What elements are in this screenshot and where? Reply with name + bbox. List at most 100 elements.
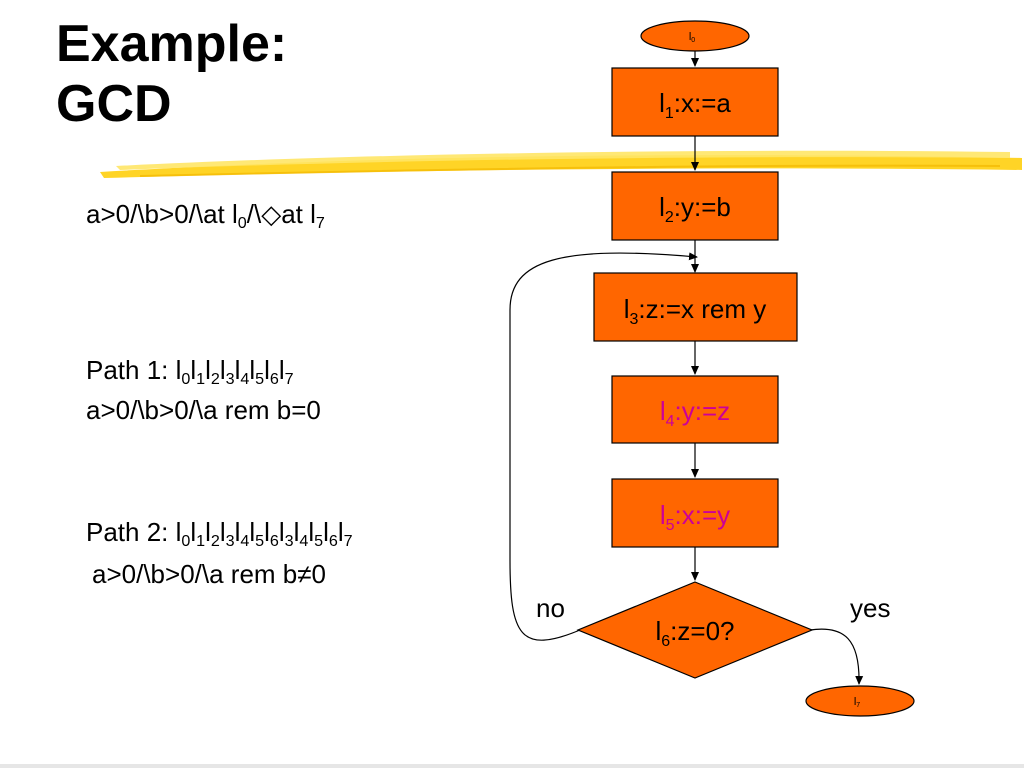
edge-l6-no-loop: [509, 252, 698, 641]
location-index: 4: [240, 532, 250, 550]
location-letter: l: [278, 355, 285, 385]
location-letter: l: [205, 517, 211, 547]
location-letter: l: [175, 517, 182, 547]
location-index: 0: [181, 532, 191, 550]
svg-text:l2:y:=b: l2:y:=b: [659, 192, 731, 226]
location-index: 4: [240, 370, 250, 388]
highlighter-band-light: [116, 150, 1010, 170]
node-l6-decision: l6:z=0?: [576, 581, 814, 679]
svg-text:l3:z:=x rem y: l3:z:=x rem y: [624, 294, 767, 328]
title-line-1: Example:: [56, 15, 288, 73]
node-l2-box: l2:y:=b: [611, 171, 779, 241]
location-index: 4: [299, 532, 309, 550]
node-l3-stmt: :z:=x rem y: [638, 294, 766, 324]
edge-label-yes: yes: [850, 593, 890, 623]
location-letter: l: [219, 517, 226, 547]
node-l4-box: l4:y:=z: [611, 375, 779, 444]
svg-text:l6:z=0?: l6:z=0?: [655, 616, 734, 650]
location-index: 2: [210, 370, 220, 388]
node-l1-box: l1:x:=a: [611, 67, 779, 137]
node-l2-stmt: :y:=b: [674, 192, 731, 222]
edge-l6-yes: [809, 628, 864, 685]
spec-part: a>0/\b>0/\at l: [86, 199, 238, 229]
node-l0-label: l: [689, 31, 691, 43]
svg-text:l1:x:=a: l1:x:=a: [659, 88, 731, 122]
location-index: 6: [269, 532, 279, 550]
node-l4-stmt: :y:=z: [675, 396, 731, 426]
location-letter: l: [308, 517, 315, 547]
node-l3-box: l3:z:=x rem y: [593, 272, 798, 342]
path-1-label: Path 1:: [86, 355, 169, 385]
location-letter: l: [249, 517, 256, 547]
path-2-label: Path 2:: [86, 517, 169, 547]
node-l1-label: l: [659, 88, 665, 118]
location-index: 6: [269, 370, 279, 388]
node-l2-sub: 2: [665, 209, 674, 226]
highlighter-streak: [139, 164, 1001, 177]
node-l4-sub: 4: [666, 413, 675, 430]
path-1-sequence: Path 1: l0l1l2l3l4l5l6l7: [86, 354, 294, 388]
spec-part: /\: [246, 199, 262, 229]
spec-sub: 7: [315, 214, 325, 232]
slide-title: Example: GCD: [56, 14, 287, 134]
bottom-divider: [0, 764, 1024, 768]
location-letter: l: [190, 355, 197, 385]
node-l0-start: l0: [640, 20, 750, 52]
node-l5-label: l: [660, 500, 666, 530]
location-letter: l: [205, 355, 211, 385]
node-l7-sub: 7: [856, 702, 860, 709]
location-index: 3: [225, 370, 235, 388]
node-l5-stmt: :x:=y: [675, 500, 731, 530]
title-line-2: GCD: [56, 75, 172, 133]
location-index: 7: [284, 370, 294, 388]
location-index: 5: [255, 370, 265, 388]
location-index: 3: [225, 532, 235, 550]
path-1-condition: a>0/\b>0/\a rem b=0: [86, 395, 321, 425]
path-2-sequence: Path 2: l0l1l2l3l4l5l6l3l4l5l6l7: [86, 516, 353, 550]
location-letter: l: [175, 355, 182, 385]
location-letter: l: [219, 355, 226, 385]
location-index: 5: [255, 532, 265, 550]
location-letter: l: [337, 517, 344, 547]
location-index: 2: [210, 532, 220, 550]
node-l2-label: l: [659, 192, 665, 222]
node-l3-label: l: [624, 294, 630, 324]
location-letter: l: [234, 517, 241, 547]
node-l7-label: l: [854, 696, 856, 708]
node-l1-stmt: :x:=a: [674, 88, 732, 118]
location-index: 1: [196, 370, 206, 388]
svg-text:l4:y:=z: l4:y:=z: [660, 396, 730, 430]
location-index: 1: [196, 532, 206, 550]
node-l3-sub: 3: [630, 311, 639, 328]
node-l5-box: l5:x:=y: [611, 478, 779, 548]
node-l6-sub: 6: [661, 633, 670, 650]
location-index: 0: [181, 370, 191, 388]
spec-part: at l: [281, 199, 316, 229]
svg-text:l7: l7: [854, 696, 860, 709]
location-letter: l: [264, 355, 270, 385]
location-letter: l: [190, 517, 197, 547]
location-letter: l: [249, 355, 256, 385]
path-2-condition: a>0/\b>0/\a rem b≠0: [92, 559, 326, 589]
node-l4-label: l: [660, 396, 666, 426]
spec-formula: a>0/\b>0/\at l0/\◇at l7: [86, 198, 325, 232]
location-letter: l: [278, 517, 285, 547]
node-l7-end: l7: [805, 685, 915, 717]
location-index: 3: [284, 532, 294, 550]
location-index: 7: [343, 532, 353, 550]
location-letter: l: [264, 517, 270, 547]
path-2-locations: l0l1l2l3l4l5l6l3l4l5l6l7: [175, 517, 353, 550]
path-1-locations: l0l1l2l3l4l5l6l7: [175, 355, 294, 388]
location-index: 5: [314, 532, 324, 550]
location-letter: l: [323, 517, 329, 547]
node-l6-label: l: [655, 616, 661, 646]
svg-text:l0: l0: [689, 31, 695, 44]
spec-sub: 0: [237, 214, 247, 232]
edge-label-no: no: [536, 593, 565, 623]
location-index: 6: [328, 532, 338, 550]
node-l0-sub: 0: [691, 37, 695, 44]
node-l5-sub: 5: [666, 517, 675, 534]
node-l6-stmt: :z=0?: [670, 616, 734, 646]
